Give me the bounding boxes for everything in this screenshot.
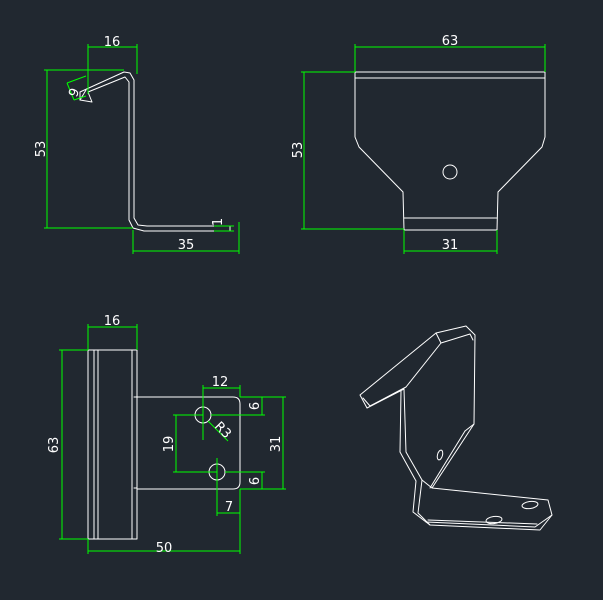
- side-view-profile: [79, 71, 231, 232]
- plan-view-flange: [87, 349, 138, 540]
- dim-plan-hole-top-offset: 6: [248, 402, 263, 410]
- dim-front-top-width: 63: [442, 34, 459, 49]
- front-view-hole: [442, 164, 458, 180]
- dim-plan-hole-bottom-offset: 6: [248, 477, 263, 485]
- dim-plan-hole-edge-offset: 7: [225, 500, 233, 515]
- isometric-view: [359, 325, 553, 531]
- plan-view-tab: [133, 396, 241, 490]
- dim-side-base-width: 35: [178, 238, 195, 253]
- dim-plan-hole-offset-x: 12: [212, 375, 229, 390]
- dim-side-thickness: 1: [211, 218, 226, 226]
- dim-side-top-width: 16: [104, 35, 121, 50]
- dim-front-height: 53: [291, 142, 306, 159]
- plan-view-holes: [194, 403, 226, 488]
- dim-plan-flange-width: 16: [104, 314, 121, 329]
- iso-outline: [359, 325, 553, 531]
- front-view: 63 53 31: [291, 34, 546, 254]
- iso-holes: [436, 449, 539, 525]
- dim-front-bottom-width: 31: [442, 238, 459, 253]
- iso-inner-edges: [362, 332, 553, 528]
- dim-side-lip: 9: [66, 86, 83, 99]
- dim-plan-tab-height: 31: [269, 436, 284, 453]
- dim-side-height: 53: [34, 141, 49, 158]
- side-view: 16 53 9 35 1: [34, 35, 240, 254]
- front-view-dimensions: [301, 44, 546, 254]
- plan-view-dimensions: [59, 324, 286, 554]
- plan-view: 16 63 50 12 19 6 31 6 R3 7: [47, 314, 286, 556]
- side-view-dimensions: [44, 44, 240, 254]
- front-view-outline: [354, 71, 546, 231]
- dim-plan-overall-height: 63: [47, 437, 62, 454]
- dim-plan-radius: R3: [211, 419, 234, 442]
- dim-plan-overall-width: 50: [156, 541, 173, 556]
- dim-plan-hole-spacing: 19: [162, 436, 177, 453]
